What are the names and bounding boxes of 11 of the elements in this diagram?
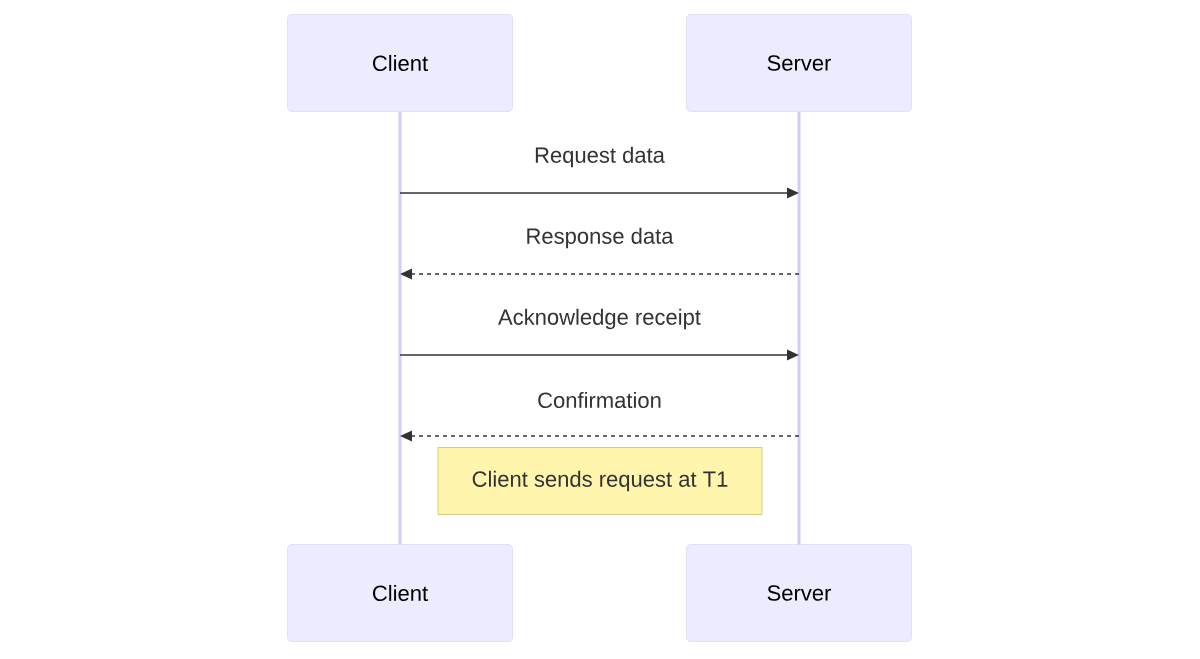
edge-label: Request data <box>532 145 667 169</box>
note-box: Client sends request at T1 <box>437 447 763 515</box>
edge-label: Acknowledge receipt <box>496 307 703 331</box>
participant-box: Server <box>686 544 912 642</box>
participant-box: Client <box>287 544 513 642</box>
lifeline <box>398 112 402 545</box>
participant-box: Client <box>287 14 513 112</box>
participant-box: Server <box>686 14 912 112</box>
edge-label: Response data <box>524 226 675 250</box>
edge-label: Confirmation <box>535 390 664 410</box>
lifeline <box>797 112 801 545</box>
